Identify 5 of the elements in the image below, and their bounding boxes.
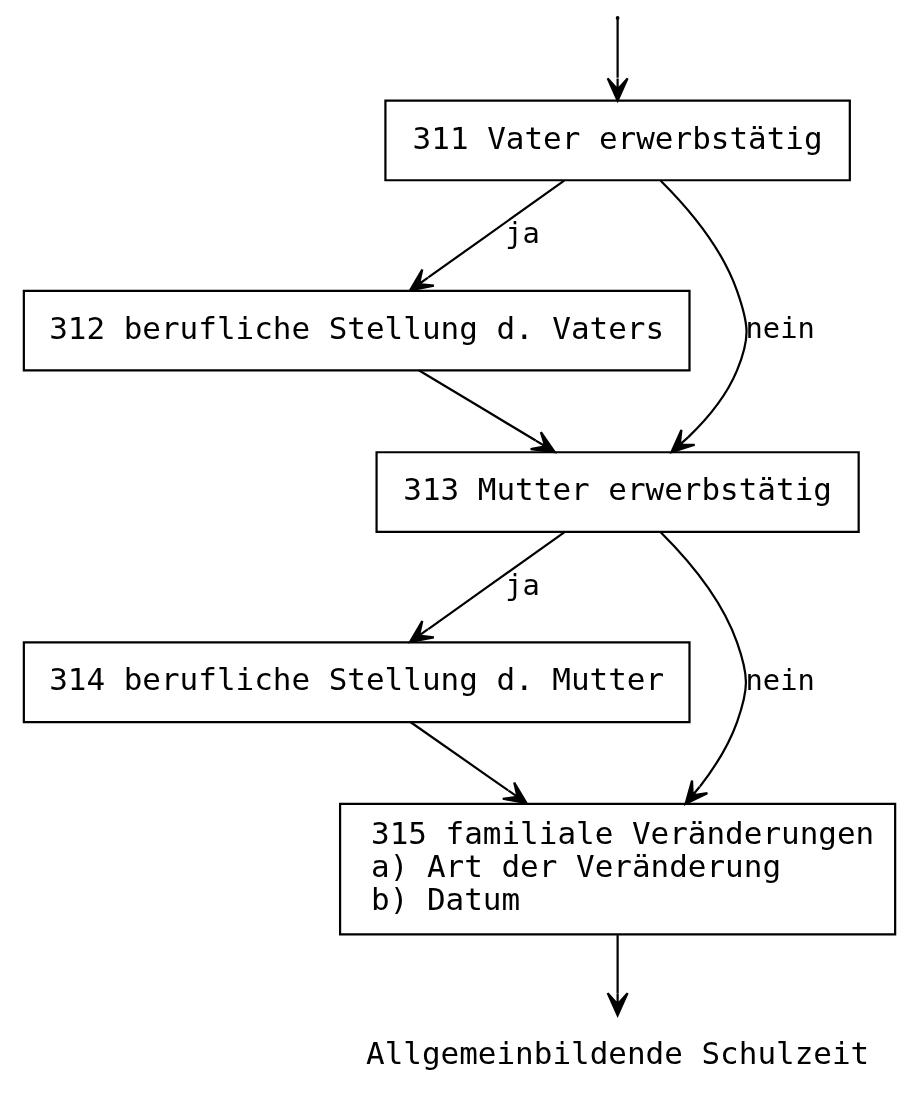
node-text: Allgemeinbildende Schulzeit [365,1035,869,1072]
edge-label: ja [504,216,540,251]
edge-label: nein [745,662,815,697]
edge-label: ja [504,567,540,602]
edge-label: nein [745,311,815,346]
